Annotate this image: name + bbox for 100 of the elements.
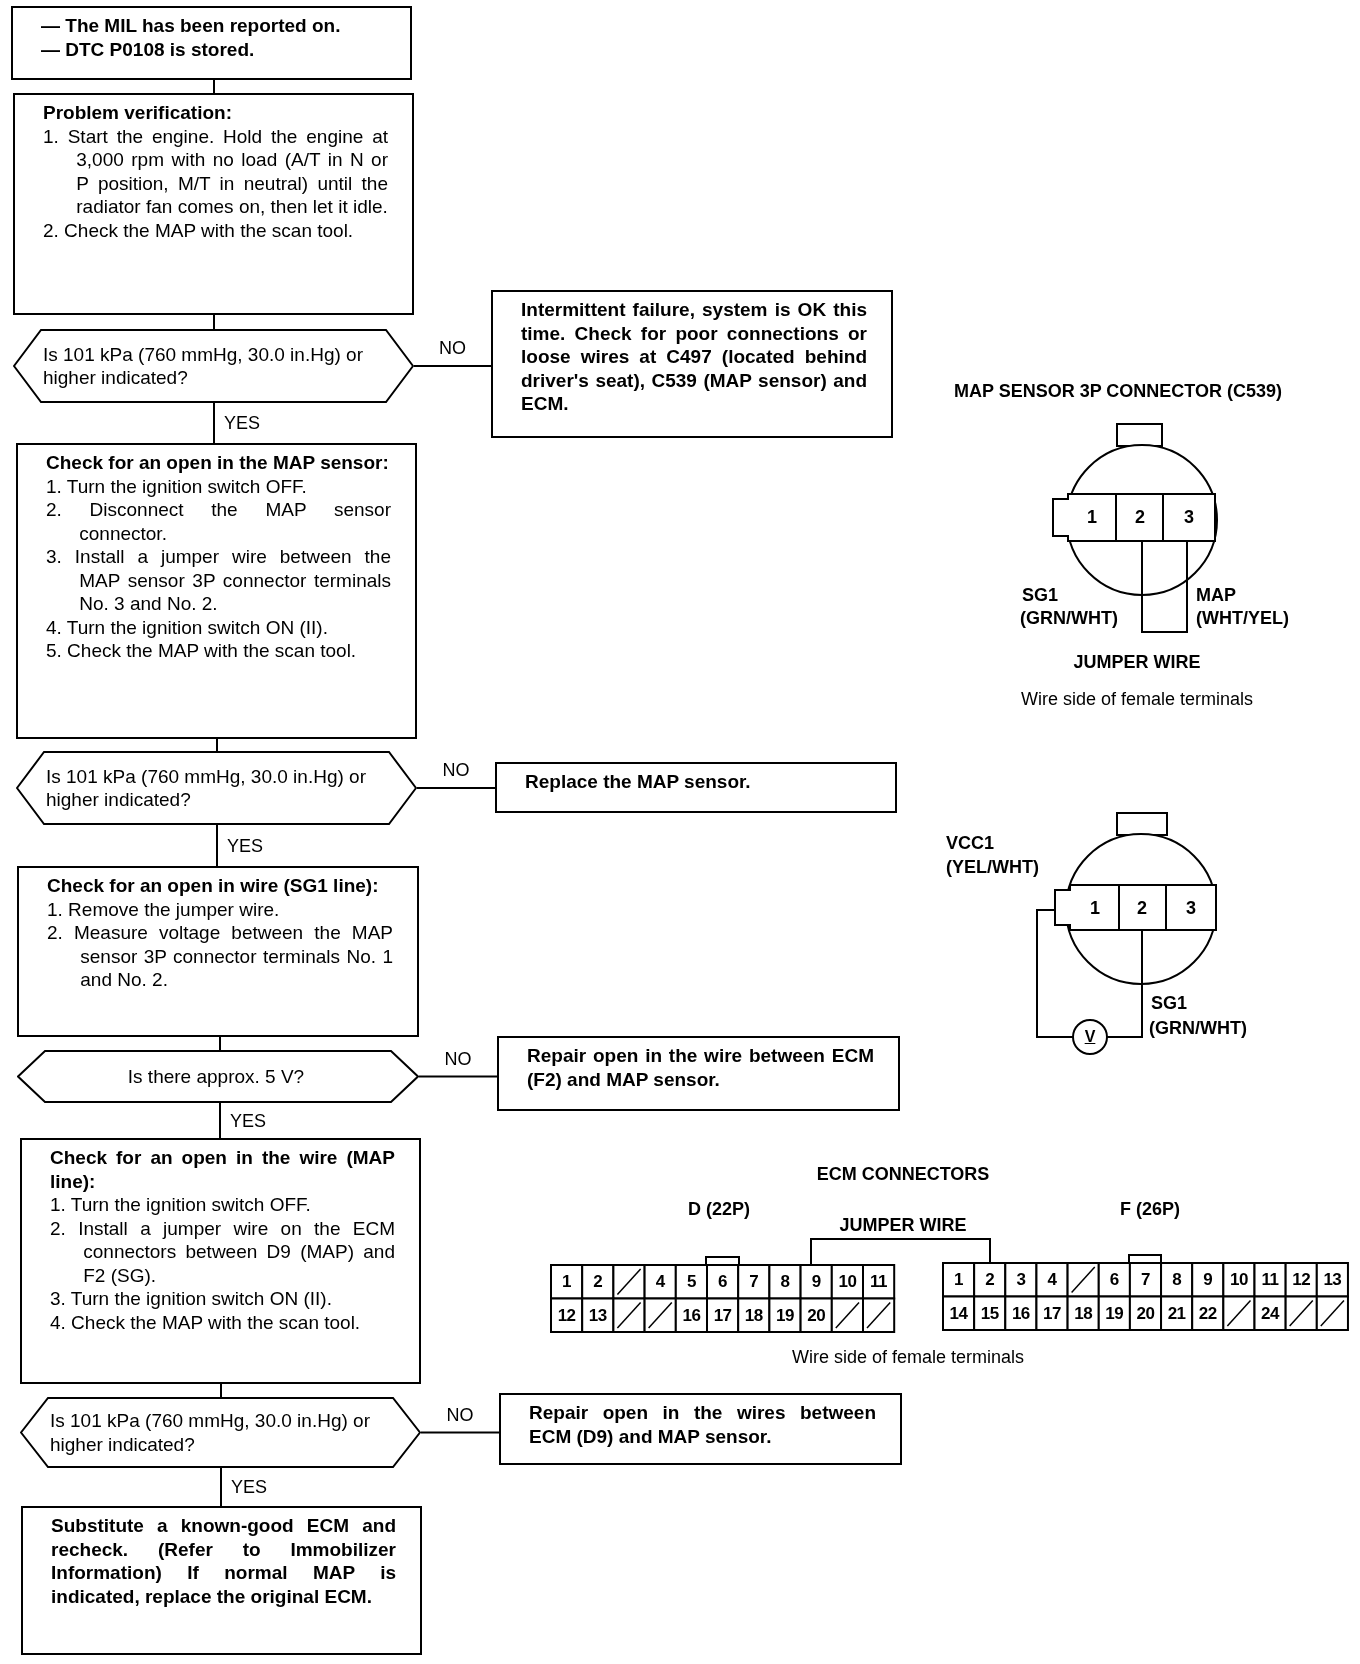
pin-number: 21 xyxy=(1167,1302,1186,1325)
process-box xyxy=(13,93,414,315)
terminal-number: 3 xyxy=(1186,897,1196,919)
wire-color: (WHT/YEL) xyxy=(1196,607,1289,629)
pin-number: 2 xyxy=(593,1271,603,1293)
pin-number: 22 xyxy=(1198,1302,1217,1325)
step-item: 2. Measure voltage between the MAP sensor 3P connector terminals No. 1 and No. 2. xyxy=(47,921,393,992)
connector-line xyxy=(213,314,215,330)
pin-number: 17 xyxy=(713,1304,732,1327)
terminal-number: 1 xyxy=(1090,897,1100,919)
connector-line xyxy=(220,1383,222,1398)
pin-number: 7 xyxy=(1141,1269,1150,1291)
connector-line xyxy=(416,787,496,789)
process-box xyxy=(499,1393,902,1465)
terminal-number: 3 xyxy=(1184,506,1194,528)
step-item: 5. Check the MAP with the scan tool. xyxy=(46,639,358,663)
pin-number: 4 xyxy=(1047,1269,1057,1291)
connector-name: F (26P) xyxy=(1120,1198,1180,1220)
pin-number: 6 xyxy=(718,1271,728,1293)
pin-number: 8 xyxy=(780,1271,790,1293)
step-item: 1. Turn the ignition switch OFF. xyxy=(50,1193,312,1217)
wire-color: (GRN/WHT) xyxy=(1020,607,1118,629)
process-box xyxy=(21,1506,422,1655)
pin-number: 20 xyxy=(807,1304,826,1327)
step-heading: Check for an open in the wire (MAP line): xyxy=(50,1146,395,1193)
view-note: Wire side of female terminals xyxy=(1020,688,1254,710)
voltmeter-label: V xyxy=(1084,1027,1096,1047)
wire-name: SG1 xyxy=(1151,992,1188,1014)
step-item: 4. Check the MAP with the scan tool. xyxy=(50,1310,362,1334)
connector-line xyxy=(216,738,218,752)
step-text: Replace the MAP sensor. xyxy=(525,770,752,794)
decision-diamond xyxy=(20,1397,421,1468)
pin-number: 4 xyxy=(655,1271,665,1293)
wire-name: MAP xyxy=(1196,584,1236,606)
connector-line xyxy=(219,1102,221,1139)
wire-name: SG1 xyxy=(1022,584,1059,606)
pin-number: 1 xyxy=(954,1269,964,1291)
connector-line xyxy=(213,79,215,94)
step-item: 3. Turn the ignition switch ON (II). xyxy=(50,1287,333,1311)
pin-number: 7 xyxy=(749,1271,759,1293)
pin-number: 8 xyxy=(1172,1269,1182,1291)
question-text: Is 101 kPa (760 mmHg, 30.0 in.Hg) or higher indicated? xyxy=(46,764,367,812)
step-item: 1. Remove the jumper wire. xyxy=(47,897,281,921)
decision-diamond xyxy=(13,329,414,403)
step-heading: Check for an open in the MAP sensor: xyxy=(46,451,390,475)
pin-number: 18 xyxy=(1074,1302,1093,1325)
process-box xyxy=(17,866,419,1037)
connector-line xyxy=(213,402,215,444)
pin-number: 16 xyxy=(682,1304,701,1327)
wire-name: VCC1 xyxy=(946,832,994,854)
connector-line xyxy=(413,365,492,367)
pin-number: 6 xyxy=(1109,1269,1119,1291)
question-text: Is there approx. 5 V? xyxy=(126,1064,306,1089)
jumper-wire-label: JUMPER WIRE xyxy=(839,1214,967,1236)
pin-number: 19 xyxy=(1105,1302,1124,1325)
pin-number: 11 xyxy=(1261,1269,1279,1291)
pin-number: 13 xyxy=(1323,1269,1342,1291)
connector-title: MAP SENSOR 3P CONNECTOR (C539) xyxy=(953,380,1283,402)
pin-number: 2 xyxy=(985,1269,995,1291)
pin-number: 9 xyxy=(811,1271,821,1293)
connector-line xyxy=(418,1075,498,1078)
step-text: Intermittent failure, system is OK this time. Check for poor connections or loose wires at C497 (located behind driver's seat), C539 (MAP sensor) and ECM. xyxy=(521,298,867,416)
decision-diamond xyxy=(17,1050,419,1103)
pin-number: 15 xyxy=(980,1302,999,1325)
step-item: 2. Check the MAP with the scan tool. xyxy=(43,218,355,242)
connector-title: ECM CONNECTORS xyxy=(816,1163,990,1185)
pin-number: 13 xyxy=(588,1304,607,1327)
pin-number: 3 xyxy=(1016,1269,1026,1291)
connector-line xyxy=(216,824,218,867)
step-text: Repair open in the wire between ECM (F2) and MAP sensor. xyxy=(527,1044,874,1091)
pin-number: 10 xyxy=(1229,1269,1248,1291)
step-item: 4. Turn the ignition switch ON (II). xyxy=(46,615,329,639)
step-item: 1. Turn the ignition switch OFF. xyxy=(46,474,308,498)
pin-number: 16 xyxy=(1011,1302,1030,1325)
process-box xyxy=(495,762,897,813)
question-text: Is 101 kPa (760 mmHg, 30.0 in.Hg) or higher indicated? xyxy=(50,1409,371,1456)
connector-line xyxy=(220,1467,222,1507)
step-text: Substitute a known-good ECM and recheck. (Refer to Immobilizer Information) If normal MAP is indicated, replace the original ECM. xyxy=(51,1514,396,1608)
pin-number: 17 xyxy=(1043,1302,1061,1325)
process-box xyxy=(20,1138,421,1384)
pin-number: 12 xyxy=(1292,1269,1311,1291)
pin-number: 20 xyxy=(1136,1302,1155,1325)
pin-number: 1 xyxy=(562,1271,572,1293)
step-item: 1. Start the engine. Hold the engine at 3,000 rpm with no load (A/T in N or P position, M/T in neutral) until the radiator fan comes on, then let it idle. xyxy=(43,124,388,219)
terminal-number: 2 xyxy=(1135,506,1145,528)
step-item: 3. Install a jumper wire between the MAP sensor 3P connector terminals No. 3 and No. 2. xyxy=(46,545,391,616)
terminal-number: 2 xyxy=(1137,897,1147,919)
terminal-number: 1 xyxy=(1087,506,1097,528)
pin-number: 10 xyxy=(838,1271,857,1293)
step-heading: Check for an open in wire (SG1 line): xyxy=(47,874,380,898)
step-item: 2. Disconnect the MAP sensor connector. xyxy=(46,498,391,545)
view-note: Wire side of female terminals xyxy=(791,1346,1025,1368)
pin-number: 19 xyxy=(776,1304,794,1327)
decision-diamond xyxy=(16,751,417,825)
question-text: Is 101 kPa (760 mmHg, 30.0 in.Hg) or higher indicated? xyxy=(43,342,364,390)
pin-number: 5 xyxy=(686,1271,696,1293)
condition-item: — The MIL has been reported on. xyxy=(41,14,342,38)
pin-number: 11 xyxy=(870,1271,888,1293)
pin-number: 9 xyxy=(1203,1269,1213,1291)
process-box xyxy=(11,6,412,80)
